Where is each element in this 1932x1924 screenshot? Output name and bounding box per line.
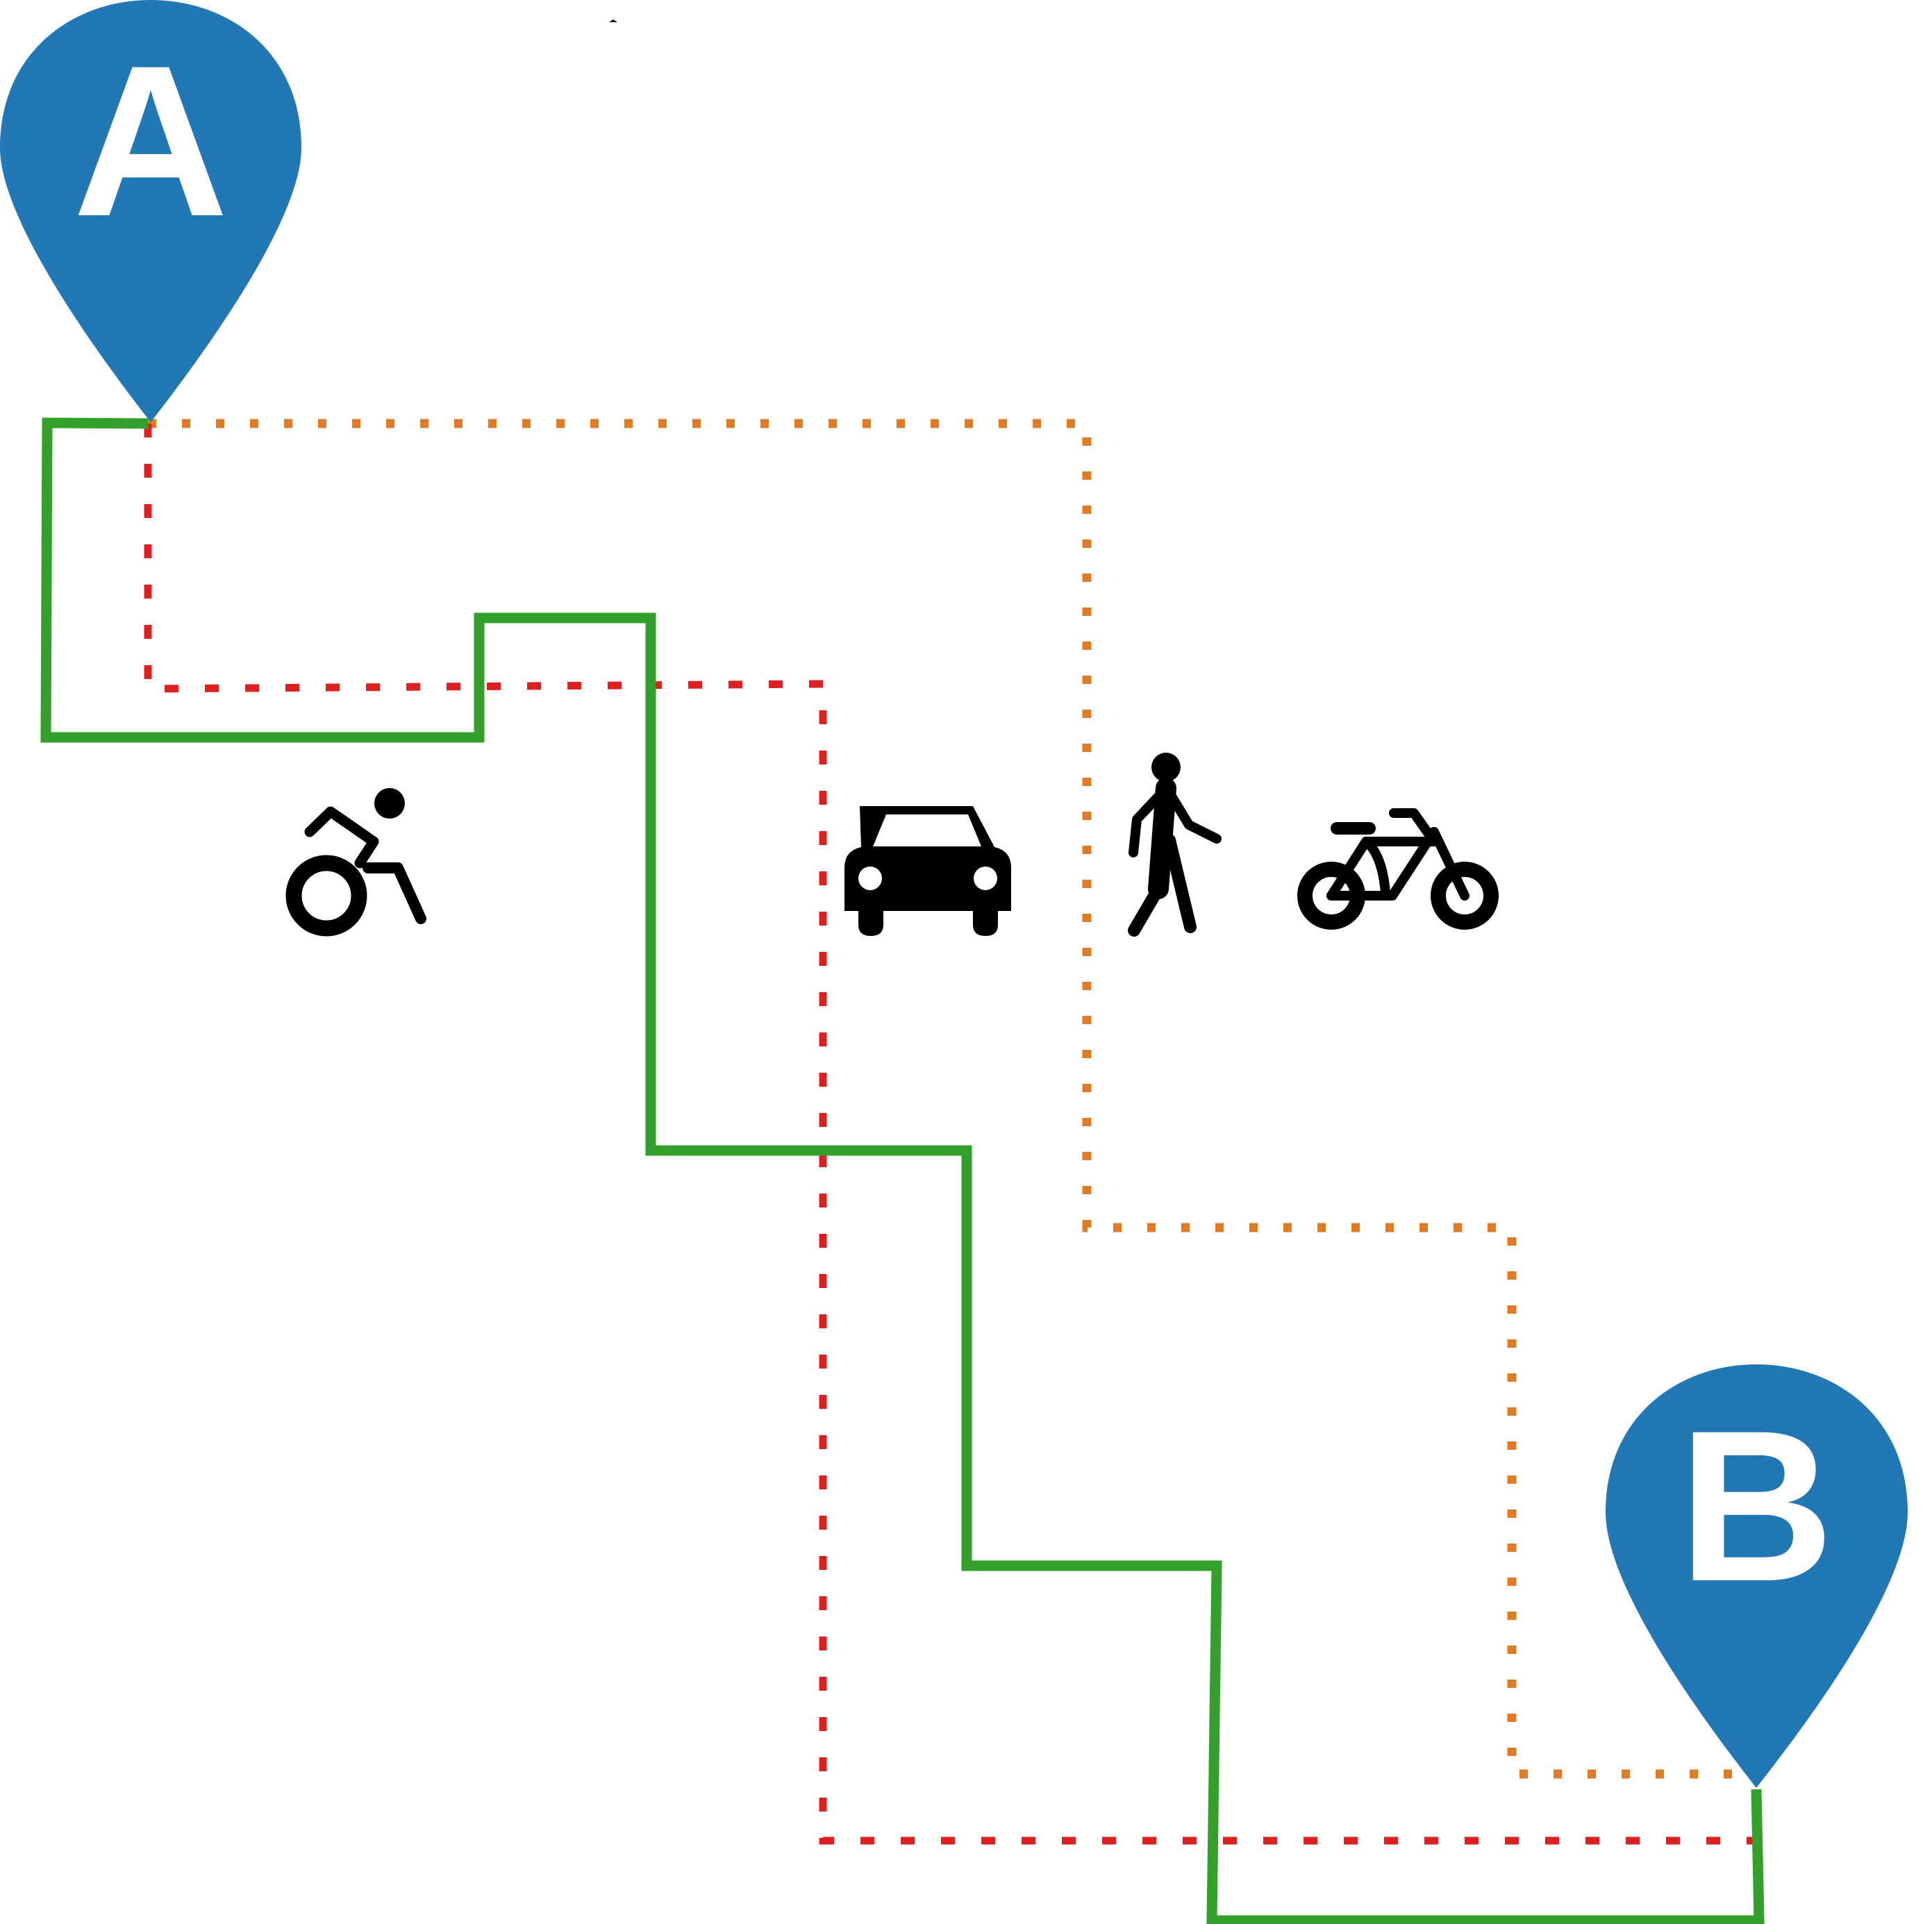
pedestrian-icon: [1128, 753, 1222, 937]
marker-b[interactable]: B: [1606, 1364, 1908, 1788]
stray-mark: [609, 19, 617, 22]
route-dotted-orange: [148, 419, 1757, 1779]
route-dashed-red: [144, 424, 1757, 1845]
bicycle-icon: [1297, 808, 1499, 930]
route-solid-green: [40, 417, 1765, 1924]
marker-b-label: B: [1679, 1385, 1834, 1626]
marker-a[interactable]: A: [0, 0, 301, 422]
wheelchair-icon: [285, 788, 426, 937]
map-pin-icon: [1606, 1364, 1908, 1788]
car-icon: [844, 806, 1011, 936]
marker-a-label: A: [73, 20, 228, 261]
map-pin-icon: [0, 0, 301, 422]
